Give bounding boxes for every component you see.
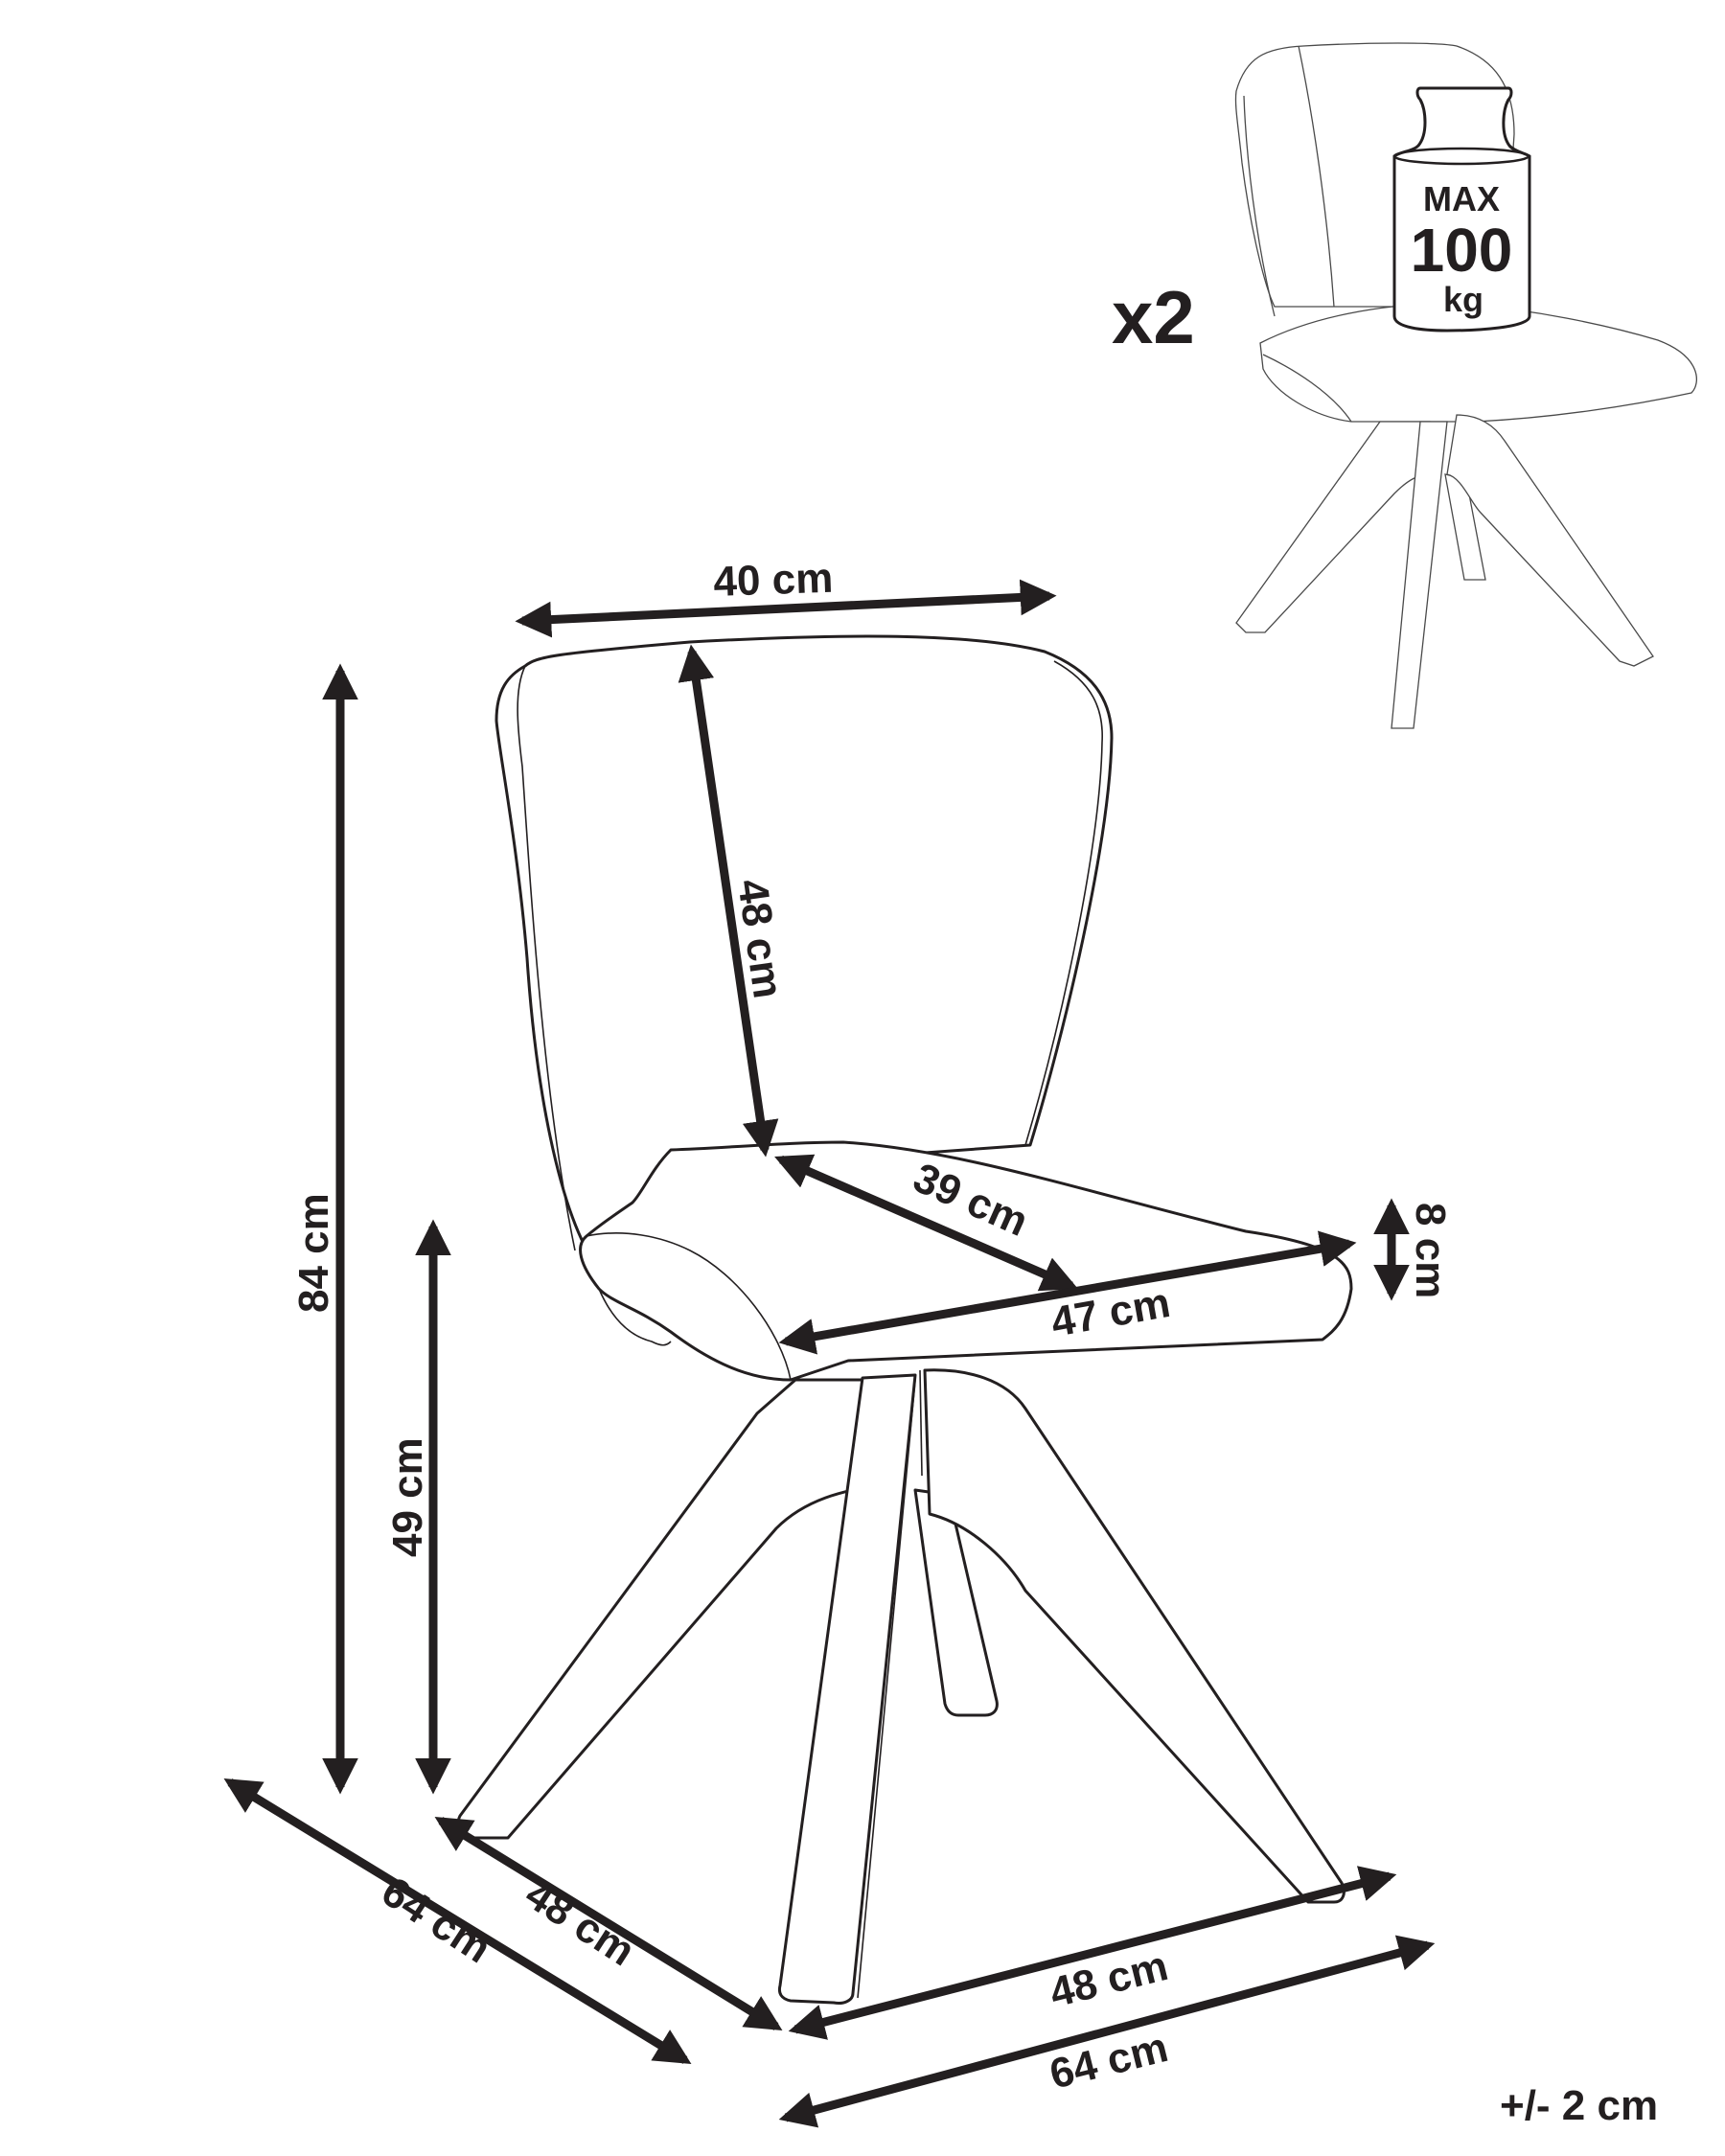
seat-underside bbox=[598, 1288, 672, 1346]
thumb-leg-right bbox=[1446, 414, 1654, 667]
dimension-arrows bbox=[223, 579, 1436, 2128]
arrow-seat-width bbox=[778, 1230, 1357, 1355]
weight-unit: kg bbox=[1443, 280, 1484, 319]
weight-value: 100 bbox=[1411, 216, 1513, 285]
label-backrest-width: 40 cm bbox=[713, 555, 834, 606]
thumb-leg-front bbox=[1391, 421, 1448, 729]
backrest-edge-seam bbox=[1024, 660, 1103, 1146]
leg-right bbox=[923, 1368, 1346, 1904]
label-base-depth-outer: 64 cm bbox=[374, 1868, 499, 1972]
thumb-back-panel bbox=[1298, 45, 1335, 308]
label-seat-height: 49 cm bbox=[384, 1437, 431, 1557]
arrow-backrest-height bbox=[678, 644, 779, 1158]
label-base-width-inner: 48 cm bbox=[1046, 1942, 1173, 2017]
label-base-depth-inner: 48 cm bbox=[518, 1870, 643, 1975]
leg-back bbox=[913, 1488, 999, 1717]
thumb-back-seam bbox=[1243, 95, 1276, 317]
swivel-post bbox=[919, 1369, 923, 1477]
backrest-side-seam bbox=[517, 665, 576, 1251]
weight-icon: MAX 100 kg bbox=[1392, 86, 1531, 333]
label-seat-thickness: 8 cm bbox=[1407, 1203, 1454, 1298]
thumb-seat-seam bbox=[1262, 354, 1352, 423]
weight-max-label: MAX bbox=[1423, 179, 1500, 218]
main-chair bbox=[456, 634, 1353, 2005]
thumbnail-chair: MAX 100 kg bbox=[1234, 42, 1698, 729]
arrow-base-width-outer bbox=[778, 1935, 1436, 2128]
arrow-backrest-width bbox=[515, 579, 1057, 638]
quantity-label: x2 bbox=[1112, 275, 1195, 359]
arrow-base-depth-inner bbox=[434, 1817, 783, 2030]
tolerance-label: +/- 2 cm bbox=[1500, 2082, 1658, 2129]
seat-piping bbox=[586, 1232, 792, 1381]
label-total-height: 84 cm bbox=[290, 1193, 337, 1313]
